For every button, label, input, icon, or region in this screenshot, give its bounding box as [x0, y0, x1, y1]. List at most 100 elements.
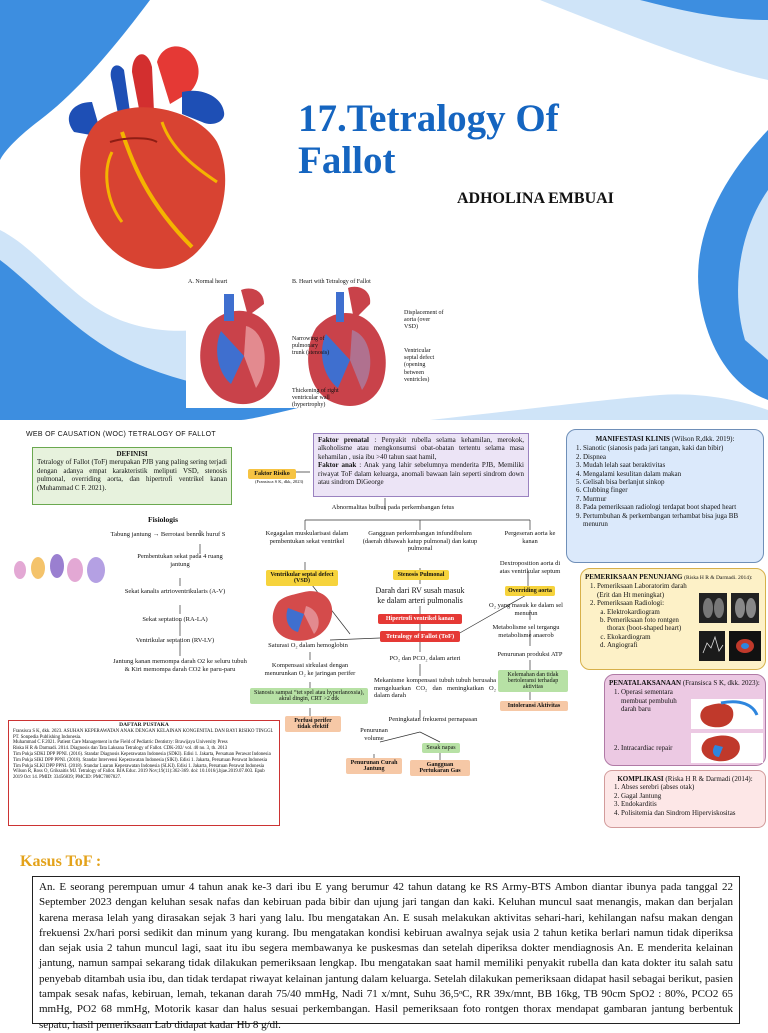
- label-displacement-aorta: Displacement of aorta (over VSD): [404, 310, 444, 331]
- diagram-label-normal: A. Normal heart: [188, 279, 228, 285]
- penunjang-subitem: Elektrokardiogram: [607, 608, 693, 616]
- fisiologis-step-1: Tabung jantung → Berrotasi benruk huruf …: [110, 531, 226, 538]
- definisi-title: DEFINISI: [116, 450, 148, 458]
- wave-top-left: [0, 0, 150, 160]
- gangguan-infundibulum: Gangguan perkembangan infundibulum (daer…: [362, 530, 478, 553]
- penatalaksanaan-source: (Fransisca S K, dkk. 2023):: [682, 679, 760, 687]
- wave-bottom-right: [430, 394, 768, 420]
- surgery-illustration: [691, 699, 763, 763]
- woc-heading: WEB OF CAUSATION (WOC) TETRALOGY OF FALL…: [26, 431, 216, 438]
- manifestasi-item: Mengalami kesulitan dalam makan: [583, 470, 759, 478]
- page-title: 17.Tetralogy Of Fallot: [298, 97, 559, 182]
- darah-rv: Darah dari RV susah masuk ke dalam arter…: [375, 586, 465, 605]
- vsd-badge: Ventrikular septal defect (VSD): [266, 570, 338, 586]
- fisiologis-step-5: Ventrikular septation (RV-LV): [135, 637, 215, 644]
- wave-bottom-left: [0, 260, 330, 420]
- manifestasi-item: Mudah lelah saat beraktivitas: [583, 461, 759, 469]
- manifestasi-item: Sianotic (sianosis pada jari tangan, kak…: [583, 444, 759, 452]
- faktor-anak-text: : Anak yang lahir sebelumnya menderita P…: [318, 461, 525, 487]
- penurunan-curah-jantung-badge: Penurunan Curah Jantung: [346, 758, 402, 774]
- pustaka-item: Tim Pokja SDKI DPP PPNI. (2016). Standar…: [13, 751, 271, 757]
- faktor-risiko-source: (Fransisca S K, dkk, 2023): [255, 479, 304, 484]
- penunjang-item: Pemeriksaan Laboratorim darah (Erit dan …: [597, 582, 697, 599]
- dextroposition-aorta: Dextroposition aorta di atas ventrikular…: [499, 560, 561, 575]
- manifestasi-item: Clubbing finger: [583, 486, 759, 494]
- radiology-images: [699, 593, 761, 661]
- penunjang-title: PEMERIKSAAN PENUNJANG: [585, 573, 683, 581]
- daftar-pustaka-box: DAFTAR PUSTAKA Fransisca S K, dkk. 2023.…: [8, 720, 280, 826]
- manifestasi-item: Dispnea: [583, 453, 759, 461]
- manifestasi-item: Pada pemeriksaan radiologi terdapat boot…: [583, 503, 759, 511]
- definisi-text: Tetralogy of Fallot (ToF) merupakan PJB …: [37, 458, 227, 492]
- penatalaksanaan-title: PENATALAKSANAAN: [609, 679, 682, 687]
- faktor-anak-label: Faktor anak: [318, 461, 357, 470]
- author-name: ADHOLINA EMBUAI: [457, 190, 614, 207]
- label-narrowing-pulmonary: Narrowing of pulmonary trunk (stenosis): [292, 336, 330, 357]
- gangguan-pertukaran-gas-badge: Gangguan Pertukaran Gas: [410, 760, 470, 776]
- wave-right-light: [738, 190, 768, 360]
- kasus-title: Kasus ToF :: [20, 853, 102, 870]
- embryo-development-illustration: [14, 554, 105, 583]
- faktor-prenatal-text: : Penyakit rubella selama kehamilan, mer…: [318, 436, 524, 461]
- komplikasi-source: (Riska H R & Darmadi (2014):: [665, 775, 753, 783]
- o2-masuk-sel: O₂ yang masuk ke dalam sel menurun: [489, 602, 563, 617]
- manifestasi-item: Gelisah bisa berlanjut sinkop: [583, 478, 759, 486]
- sesak-napas-box: Sesak napas: [422, 743, 460, 753]
- pemeriksaan-penunjang-box: PEMERIKSAAN PENUNJANG (Riska H R & Darma…: [580, 568, 766, 670]
- penatalaksanaan-box: PENATALAKSANAAN (Fransisca S K, dkk. 202…: [604, 674, 766, 766]
- faktor-prenatal-label: Faktor prenatal: [318, 436, 369, 444]
- kelemahan-box: Kelemahan dan tidak bertoleransi terhada…: [498, 670, 568, 692]
- pustaka-item: Tim Pokja SIKI DPP PPNI. (2018). Standar…: [13, 757, 267, 763]
- peningkatan-frekuensi: Peningkatan frekuensi pernapasan: [388, 716, 478, 723]
- manifestasi-source: (Wilson R,dkk. 2019):: [671, 435, 735, 443]
- penatalaksanaan-item: Intracardiac repair: [621, 744, 693, 752]
- manifestasi-item: Pertumbuhan & perkembangan terhambat bis…: [583, 512, 759, 529]
- pustaka-item: Riska H R & Darmadi. 2014. Diagnosis dan…: [13, 746, 228, 752]
- kasus-text: An. E seorang perempuan umur 4 tahun ana…: [32, 876, 740, 1031]
- saturasi-o2: Saturasi O₂ dalam hemoglobin: [268, 642, 348, 649]
- komplikasi-item: Abses serebri (abses otak): [621, 783, 761, 791]
- penunjang-subitem: Angiografi: [607, 641, 693, 649]
- mekanisme-kompensasi: Mekanisme kompensasi tubuh tubuh berusah…: [374, 677, 496, 700]
- poster-background-waves: [0, 0, 768, 420]
- penurunan-volume: Penurunan volume: [360, 727, 388, 742]
- label-vsd: Ventricular septal defect (opening betwe…: [404, 348, 435, 383]
- manifestasi-klinis-box: MANIFESTASI KLINIS (Wilson R,dkk. 2019):…: [566, 429, 764, 563]
- metabolisme-sel: Metabolisme sel tergangu metabolisme ana…: [492, 624, 560, 639]
- fisiologis-step-4: Sekat septation (RA-LA): [142, 616, 208, 623]
- pustaka-item: Wilson R, Ross O, Griksaitis MJ. Tetralo…: [13, 769, 265, 781]
- sianosis-box: Sianosis sampai “tet spel atau hyperlano…: [250, 688, 368, 704]
- fisiologis-step-3: Sekat kanalis artrioventrikularis (A-V): [124, 588, 226, 595]
- poster-cover: 17.Tetralogy Of Fallot ADHOLINA EMBUAI A…: [0, 0, 768, 420]
- penunjang-subitem: Pemeriksaan foto rontgen thorax (boot-sh…: [607, 616, 693, 633]
- hipertrofi-badge: Hipertrofi ventrikel kanan: [378, 614, 462, 624]
- pustaka-item: Muhammad C F.2021. Patient Care Manageme…: [13, 740, 228, 746]
- faktor-risiko-badge: Faktor Risiko: [248, 469, 296, 479]
- tof-badge: Tetralogy of Fallot (ToF): [380, 631, 460, 642]
- komplikasi-item: Polisitemia dan Sindrom Hiperviskositas: [621, 809, 761, 817]
- tof-cross-section-figure: A. Normal heart B. Heart with Tetralogy …: [186, 278, 444, 408]
- stenosis-pulmonal-badge: Stenosis Pulmonal: [393, 570, 449, 580]
- overriding-aorta-badge: Overriding aorta: [505, 586, 555, 596]
- fisiologis-step-2: Pembentukan sekat pada 4 ruang jantung: [137, 553, 223, 568]
- intoleransi-aktivitas-badge: Intoleransi Aktivitas: [500, 701, 568, 711]
- heart-cross-sections: [200, 286, 386, 406]
- wave-top-right-dark: [640, 0, 768, 20]
- fisiologis-step-6: Jantung kanan memompa darah O2 ke seluru…: [113, 658, 247, 673]
- wave-top-right: [540, 0, 768, 80]
- penunjang-subitem: Ekokardiogram: [607, 633, 693, 641]
- komplikasi-title: KOMPLIKASI: [617, 775, 664, 783]
- fisiologis-title: Fisiologis: [148, 515, 179, 524]
- kegagalan-muskularisasi: Kegagalan muskularisasi dalam pembentuka…: [265, 530, 349, 545]
- penatalaksanaan-item: Operasi sementara membuat pembuluh darah…: [621, 688, 693, 713]
- faktor-box: Faktor prenatal : Penyakit rubella selam…: [313, 433, 529, 497]
- manifestasi-title: MANIFESTASI KLINIS: [595, 435, 670, 443]
- kompensasi-sirkulasi: Kompensasi sirkulasi dengan menurunkan O…: [264, 662, 356, 677]
- komplikasi-item: Gagal Jantung: [621, 792, 761, 800]
- pergeseran-aorta: Pergeseran aorta ke kanan: [504, 530, 556, 545]
- po2-pco2: PO₂ dan PCO₂ dalam arteri: [389, 655, 461, 662]
- pustaka-title: DAFTAR PUSTAKA: [119, 722, 169, 728]
- heart-illustration: [68, 46, 226, 269]
- komplikasi-box: KOMPLIKASI (Riska H R & Darmadi (2014): …: [604, 770, 766, 828]
- definisi-box: DEFINISI Tetralogy of Fallot (ToF) merup…: [32, 447, 232, 505]
